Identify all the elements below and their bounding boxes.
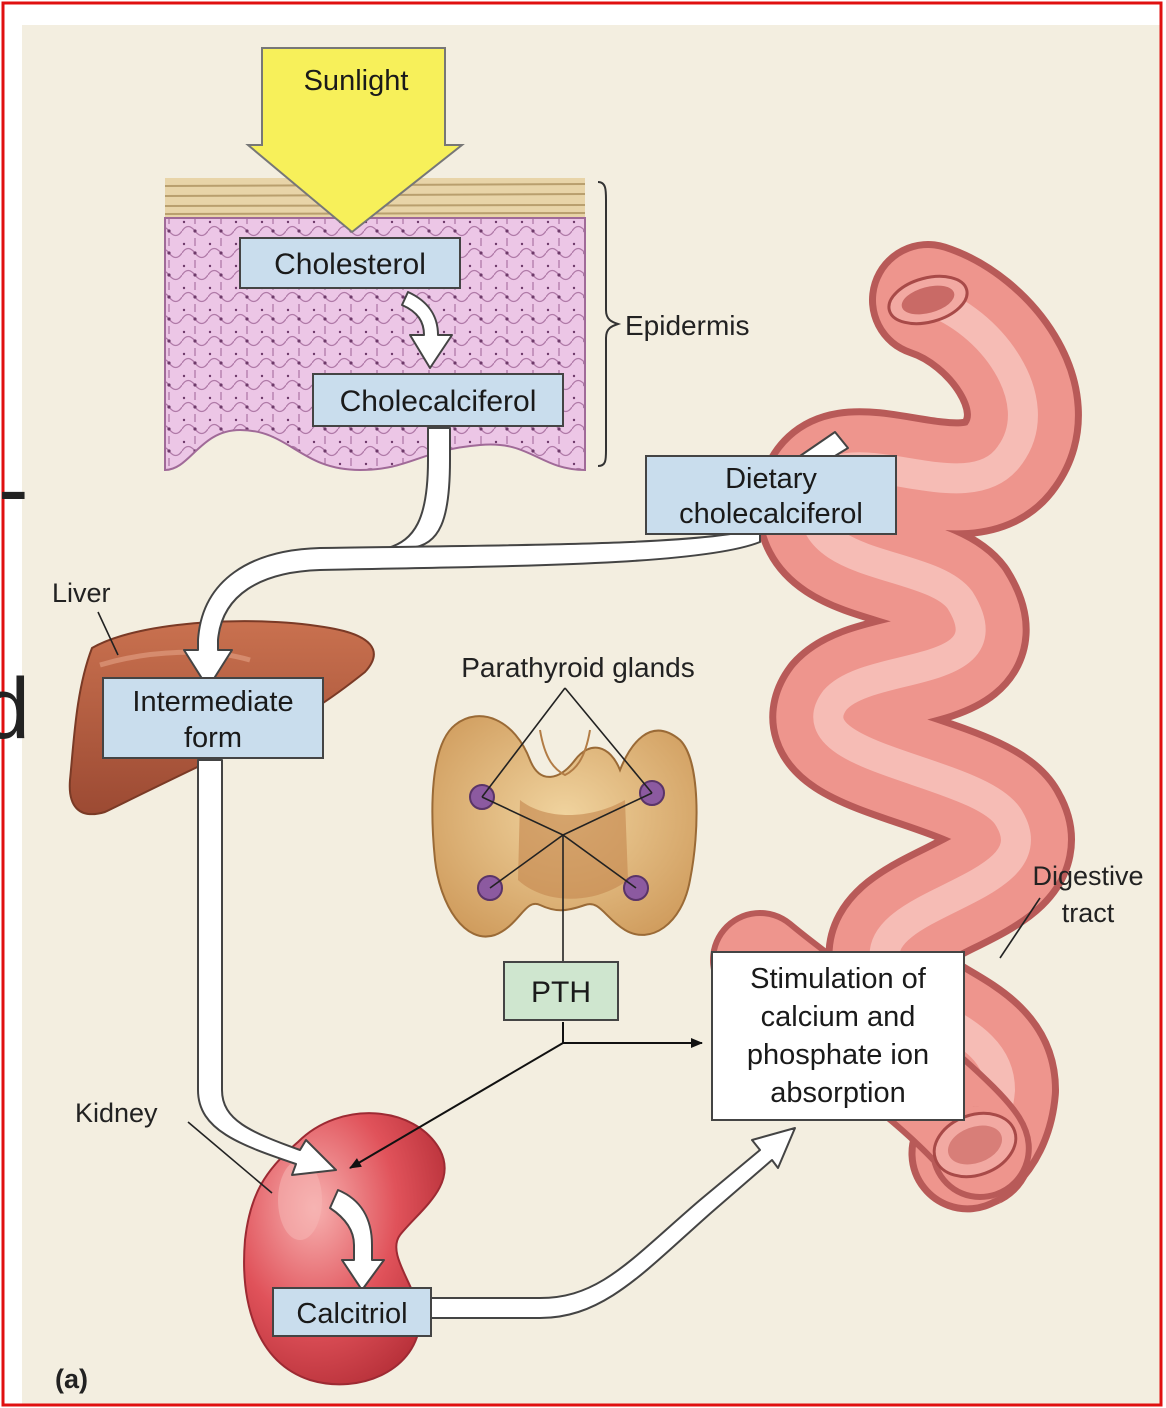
kidney-label: Kidney <box>75 1098 158 1128</box>
intermediate-box-line1: Intermediate <box>132 686 293 718</box>
stimulation-box-line2: calcium and <box>761 1001 916 1033</box>
digestive-tract-label-line2: tract <box>1062 898 1115 928</box>
edge-fragment-d: d <box>0 661 30 757</box>
digestive-tract-label-line1: Digestive <box>1032 861 1143 891</box>
calcitriol-box-label: Calcitriol <box>296 1298 407 1330</box>
dietary-box-line1: Dietary <box>725 463 817 495</box>
epidermis-label: Epidermis <box>625 310 749 341</box>
cholecalciferol-box: Cholecalciferol <box>313 374 563 426</box>
stimulation-box-line1: Stimulation of <box>750 963 927 995</box>
liver-label: Liver <box>52 578 111 608</box>
cholesterol-box-label: Cholesterol <box>274 248 426 281</box>
stimulation-box-line4: absorption <box>770 1077 905 1109</box>
figure-label: (a) <box>55 1364 88 1394</box>
intermediate-box-line2: form <box>184 722 242 754</box>
stimulation-box-line3: phosphate ion <box>747 1039 929 1071</box>
pth-box: PTH <box>504 962 618 1020</box>
edge-fragment-dash: - <box>0 438 29 540</box>
dietary-box-line2: cholecalciferol <box>679 498 863 530</box>
dietary-cholecalciferol-box: Dietary cholecalciferol <box>646 456 896 534</box>
pth-box-label: PTH <box>531 976 591 1009</box>
stimulation-box: Stimulation of calcium and phosphate ion… <box>712 952 964 1120</box>
calcitriol-box: Calcitriol <box>273 1288 431 1336</box>
cholesterol-box: Cholesterol <box>240 238 460 288</box>
cholecalciferol-box-label: Cholecalciferol <box>340 385 537 418</box>
intermediate-form-box: Intermediate form <box>103 678 323 758</box>
sunlight-label: Sunlight <box>304 65 409 97</box>
parathyroid-glands-label: Parathyroid glands <box>461 652 694 683</box>
